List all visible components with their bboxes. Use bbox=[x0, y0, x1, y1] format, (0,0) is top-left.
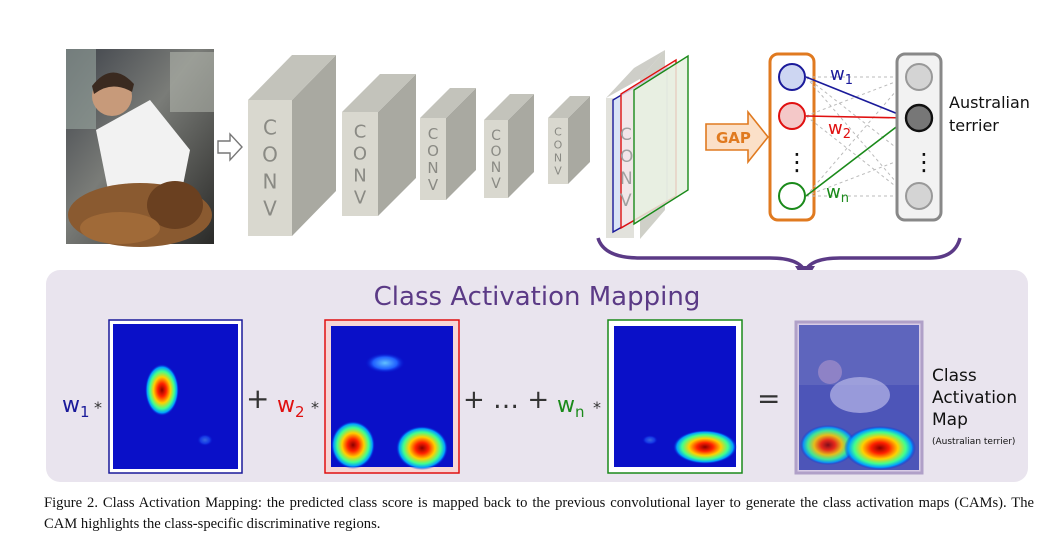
gap-node-column: ⋮ bbox=[768, 52, 816, 222]
equals-sign: = bbox=[757, 382, 780, 415]
weight-label-2: w2 bbox=[828, 118, 851, 142]
gap-node-2 bbox=[778, 102, 806, 130]
input-arrow-icon bbox=[217, 132, 243, 162]
gap-node-n bbox=[778, 182, 806, 210]
cam-panel-title: Class Activation Mapping bbox=[374, 282, 701, 312]
gap-node-1 bbox=[778, 63, 806, 91]
gap-vdots: ⋮ bbox=[785, 148, 809, 176]
result-label-map: Map bbox=[932, 410, 968, 430]
plus-1: + bbox=[246, 382, 269, 415]
cam-weight-2: w2 bbox=[277, 393, 305, 421]
output-label-line2: terrier bbox=[949, 116, 999, 135]
heatmap-1 bbox=[108, 319, 243, 474]
weight-label-1: w1 bbox=[830, 64, 853, 88]
gap-arrow: GAP bbox=[705, 109, 770, 165]
output-label-line1: Australian bbox=[949, 93, 1030, 112]
multiply-2: * bbox=[311, 398, 319, 417]
cam-weight-1: w1 bbox=[62, 393, 90, 421]
cam-panel bbox=[46, 270, 1028, 482]
result-label-activation: Activation bbox=[932, 388, 1017, 408]
cam-weight-n: wn bbox=[557, 393, 585, 421]
plus-ellipsis-plus: + … + bbox=[463, 385, 549, 415]
multiply-1: * bbox=[94, 398, 102, 417]
output-vdots: ⋮ bbox=[912, 148, 936, 176]
output-node-column: ⋮ bbox=[895, 52, 943, 222]
multiply-n: * bbox=[593, 398, 601, 417]
fc-connections bbox=[805, 76, 909, 197]
weight-label-n: wn bbox=[826, 182, 849, 206]
heatmap-n bbox=[607, 319, 743, 474]
input-photo bbox=[66, 49, 214, 247]
result-label-class: Class bbox=[932, 366, 977, 386]
figure-caption: Figure 2. Class Activation Mapping: the … bbox=[44, 495, 1034, 532]
output-node-australian-terrier bbox=[904, 103, 934, 133]
gap-label: GAP bbox=[716, 129, 751, 147]
heatmap-2 bbox=[324, 319, 460, 474]
class-activation-map bbox=[794, 320, 924, 475]
result-sublabel: (Australian terrier) bbox=[932, 437, 1015, 447]
